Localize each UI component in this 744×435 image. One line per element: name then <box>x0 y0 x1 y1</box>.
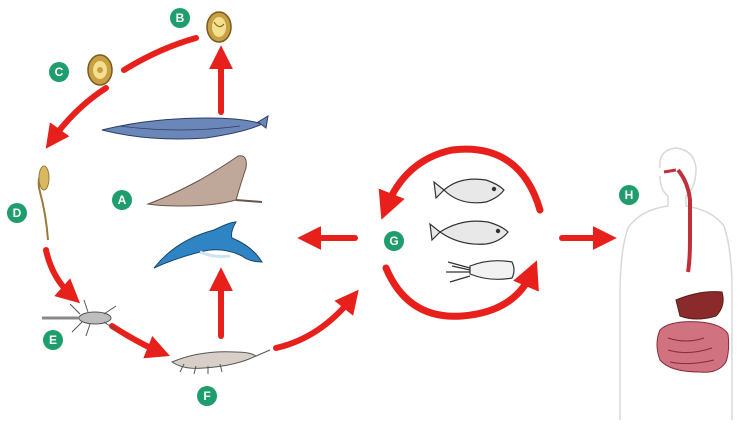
svg-text:B: B <box>176 11 185 25</box>
stage-label-g: G <box>384 231 404 251</box>
arrow-egg-c-to-larva-d <box>52 88 106 140</box>
svg-text:A: A <box>118 193 127 207</box>
seal-icon <box>148 156 262 206</box>
stage-label-a: A <box>112 190 132 210</box>
arrow-egg-b-to-egg-c <box>124 38 196 70</box>
whale-icon <box>102 116 268 139</box>
svg-text:D: D <box>13 206 22 220</box>
arrow-larva-d-to-copepod-e <box>46 250 72 296</box>
stage-label-b: B <box>170 8 190 28</box>
krill-icon <box>172 350 270 374</box>
unembryonated-egg-icon <box>88 55 112 85</box>
svg-text:G: G <box>389 234 398 248</box>
arrow-copepod-e-to-krill-f <box>112 326 160 352</box>
svg-text:F: F <box>203 389 210 403</box>
svg-text:E: E <box>49 333 57 347</box>
embryonated-egg-icon <box>207 12 231 42</box>
svg-text:C: C <box>55 65 64 79</box>
dolphin-icon <box>154 222 262 268</box>
fish-icon <box>434 179 504 203</box>
stage-label-c: C <box>49 62 69 82</box>
stage-label-f: F <box>197 386 217 406</box>
free-larva-icon <box>39 166 49 240</box>
stage-label-e: E <box>43 330 63 350</box>
arrow-krill-to-fish-g <box>276 298 352 348</box>
fish-squid-hosts-icon <box>430 179 514 282</box>
fish-2-icon <box>430 221 508 244</box>
squid-icon <box>446 261 514 282</box>
stage-label-d: D <box>7 203 27 223</box>
stage-label-h: H <box>619 185 639 205</box>
svg-text:H: H <box>625 188 634 202</box>
